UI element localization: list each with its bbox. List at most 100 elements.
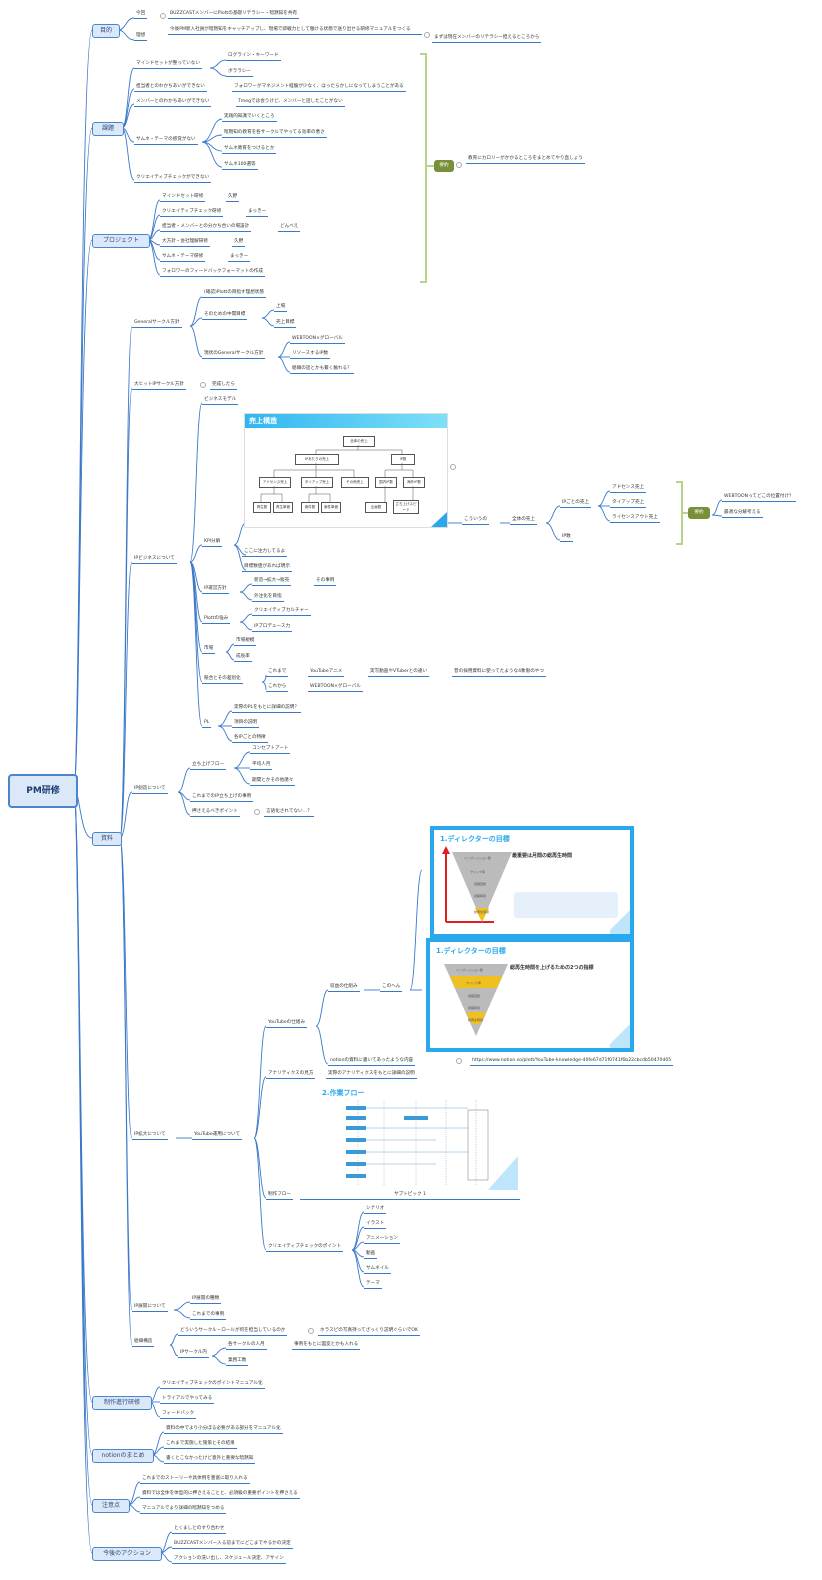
topic-mokuhyo[interactable]: 目標数値があれば明示 — [242, 564, 292, 572]
topic-jissha[interactable]: 実写動画やVTuberとの違い — [368, 669, 430, 677]
topic-notion-3[interactable]: 書くとこなかったけど意外と重要な暗黙知 — [164, 1456, 256, 1464]
topic-chui-1[interactable]: これまでのストーリーや具体例を豊富に取り入れる — [140, 1476, 250, 1484]
topic-mindset[interactable]: マインドセットが整っていない — [134, 61, 203, 69]
topic-osae[interactable]: 押さえるべきポイント — [190, 809, 240, 817]
topic-zentai[interactable]: 全体の売上 — [510, 517, 537, 525]
topic-tsuyomi[interactable]: Plottの強み — [202, 616, 231, 624]
project-item-1[interactable]: マインドセット研修 — [160, 194, 206, 202]
topic-general[interactable]: Generalサークル方針 — [132, 320, 182, 328]
topic-ipsenryaku[interactable]: IP運営方針 — [202, 586, 229, 594]
topic-cp-illust[interactable]: イラスト — [364, 1221, 387, 1229]
project-owner-2[interactable]: まっきー — [246, 209, 269, 217]
topic-s4[interactable]: サムネ100選等 — [222, 162, 258, 170]
link-notion-url[interactable]: https://www.notion.so/plott/YouTube-know… — [470, 1058, 674, 1066]
collapse-toggle-icon[interactable] — [456, 1058, 462, 1064]
topic-analytics[interactable]: アナリティクスの見方 — [266, 1071, 316, 1079]
topic-sk1[interactable]: どういうサークル・ロールが何を担当しているのか — [178, 1328, 288, 1336]
topic-yosaiyo[interactable]: 昔の採用資料に使ってたような4象限のやつ — [452, 669, 546, 677]
topic-pl2[interactable]: 項目の説明 — [232, 720, 259, 728]
topic-action-2[interactable]: BUZZCASTメンバー入る前までにどこまでやるかの決定 — [172, 1541, 293, 1549]
topic-notion-2[interactable]: これまで実施した施策とその結果 — [164, 1441, 237, 1449]
topic-shinki[interactable]: 新造→拡大→販売 — [252, 578, 292, 586]
topic-t1[interactable]: クリエイティブカルチャー — [252, 608, 311, 616]
topic-boracy[interactable]: ボララシー — [226, 69, 253, 77]
topic-analytics-value[interactable]: 実際のアナリティクスをもとに詳細の説明 — [326, 1071, 417, 1079]
topic-m2[interactable]: 成長率 — [234, 654, 252, 662]
topic-ipkakudai[interactable]: IP拡大について — [132, 1132, 168, 1140]
project-owner-1[interactable]: 久野 — [226, 194, 240, 202]
topic-cp-animation[interactable]: アニメーション — [364, 1236, 400, 1244]
topic-koko[interactable]: ここに注力してるよ — [242, 549, 288, 557]
collapse-toggle-icon[interactable] — [160, 13, 166, 19]
topic-saiteki[interactable]: 最適な分解考える — [722, 510, 763, 518]
topic-license[interactable]: ライセンスアウト売上 — [610, 515, 660, 523]
topic-riso[interactable]: 理想 — [134, 33, 148, 41]
project-owner-3[interactable]: どんべえ — [278, 224, 301, 232]
topic-seisaku-flow[interactable]: 制作フロー — [266, 1192, 293, 1200]
topic-iptenkai[interactable]: IP展開について — [132, 1304, 168, 1312]
topic-m1[interactable]: 市場規模 — [234, 638, 257, 646]
branch-kadai[interactable]: 課題 — [92, 122, 124, 136]
topic-soshiki[interactable]: 組織構造 — [132, 1339, 155, 1347]
collapse-toggle-icon[interactable] — [254, 809, 260, 815]
project-owner-4[interactable]: 久野 — [232, 239, 246, 247]
topic-action-1[interactable]: とくましとのすり合わせ — [172, 1526, 227, 1534]
topic-pl[interactable]: PL — [202, 720, 212, 728]
topic-action-3[interactable]: アクションの洗い出し、スケジュール決定、アサイン — [172, 1556, 286, 1564]
summary-label-1[interactable]: 要約 — [434, 160, 454, 172]
topic-youtube-anime[interactable]: YouTubeアニメ — [308, 669, 345, 677]
topic-kyogo[interactable]: 競合とその差別化 — [202, 676, 243, 684]
topic-gaibu[interactable]: 外注化を目指 — [252, 594, 284, 602]
topic-creative-point[interactable]: クリエイティブチェックのポイント — [266, 1244, 344, 1252]
topic-riso-value[interactable]: 今後PM新入社員が暗黙知をキャッチアップし、現場で即戦力として働ける状態で送り出… — [168, 27, 422, 35]
branch-notion-matome[interactable]: notionのまとめ — [92, 1449, 154, 1463]
topic-g3[interactable]: 現状のGeneralサークル方針 — [202, 351, 266, 359]
branch-kongo-action[interactable]: 今後のアクション — [92, 1547, 162, 1561]
topic-seisaku-3[interactable]: フィードバック — [160, 1411, 197, 1419]
topic-kpi[interactable]: KPI分解 — [202, 539, 223, 547]
topic-korekara[interactable]: これから — [266, 684, 289, 692]
topic-ten1[interactable]: IP展開の種類 — [190, 1296, 222, 1304]
project-item-4[interactable]: 大方針・会社理解研修 — [160, 239, 210, 247]
topic-g3a[interactable]: WEBTOON×グローバル — [290, 336, 345, 344]
central-topic[interactable]: PM研修 — [8, 774, 78, 808]
topic-kono[interactable]: このへん — [380, 984, 403, 992]
topic-cp-douga[interactable]: 動画 — [364, 1251, 378, 1259]
project-item-3[interactable]: 担当者・メンバーとの分かち合いの場設計 — [160, 224, 252, 232]
topic-samune[interactable]: サムネ・テーマの感覚がない — [134, 137, 198, 145]
topic-tanto[interactable]: 担当者とのわかちあいができない — [134, 84, 207, 92]
topic-korema[interactable]: これまで — [266, 669, 289, 677]
topic-konkai-value[interactable]: BUZZCASTメンバーにPlottの基礎リテラシー・暗黙知を共有 — [168, 11, 300, 19]
topic-sk2b[interactable]: 業務工数 — [226, 1358, 249, 1366]
topic-tieup[interactable]: タイアップ売上 — [610, 500, 647, 508]
topic-member-value[interactable]: Tmegでは会うけど、メンバーと話したことがない — [236, 99, 345, 107]
topic-subtopic[interactable]: サブトピック 1 — [300, 1192, 520, 1200]
topic-pl1[interactable]: 実際のPLをもとに詳細の説明？ — [232, 705, 301, 713]
topic-pl3[interactable]: 各IPごとの特徴 — [232, 735, 268, 743]
project-item-6[interactable]: フォロワーのフィードバックフォーマットの作成 — [160, 269, 265, 277]
topic-g3c[interactable]: 組織の話とかも繋く触れる？ — [290, 366, 354, 374]
branch-shiryo[interactable]: 資料 — [92, 832, 122, 846]
topic-shijo[interactable]: 市場 — [202, 646, 216, 654]
topic-konkai[interactable]: 今回 — [134, 11, 148, 19]
topic-seisaku-2[interactable]: トライアルでやってみる — [160, 1396, 215, 1404]
topic-g1[interactable]: (確認)Plottの目指す理想状態 — [202, 290, 266, 298]
topic-sk1-value[interactable]: ホラスピの写真持ってざっくり説明ぐらいでOK — [318, 1328, 421, 1336]
summary-text-1[interactable]: 教育にカロリーがかかるところをまとめてやり直しょう — [466, 156, 585, 164]
topic-s1[interactable]: 実践的知識でいくところ — [222, 114, 277, 122]
topic-sk2a[interactable]: 各サークルの人月 — [226, 1342, 267, 1350]
collapse-toggle-icon[interactable] — [456, 162, 462, 168]
topic-chui-3[interactable]: マニュアルでより詳細の暗黙知をつめる — [140, 1506, 227, 1514]
topic-youtube-unyo[interactable]: YouTube運用について — [192, 1132, 243, 1140]
topic-g2a[interactable]: 上場 — [274, 304, 288, 312]
topic-jirei[interactable]: これまでのIP立ち上げの事例 — [190, 794, 254, 802]
branch-chuiten[interactable]: 注意点 — [92, 1499, 130, 1513]
branch-project[interactable]: プロジェクト — [92, 234, 150, 248]
topic-c1[interactable]: コンセプトアート — [250, 746, 291, 754]
topic-sk2a-value[interactable]: 事例をもとに図変とかも入れる — [292, 1342, 361, 1350]
topic-bizmodel[interactable]: ビジネスモデル — [202, 397, 239, 405]
topic-ten2[interactable]: これまでの事例 — [190, 1312, 227, 1320]
topic-ipbiz[interactable]: IPビジネスについて — [132, 556, 177, 564]
topic-shinki-value[interactable]: その事例 — [314, 578, 337, 586]
project-owner-5[interactable]: まっきー — [228, 254, 251, 262]
